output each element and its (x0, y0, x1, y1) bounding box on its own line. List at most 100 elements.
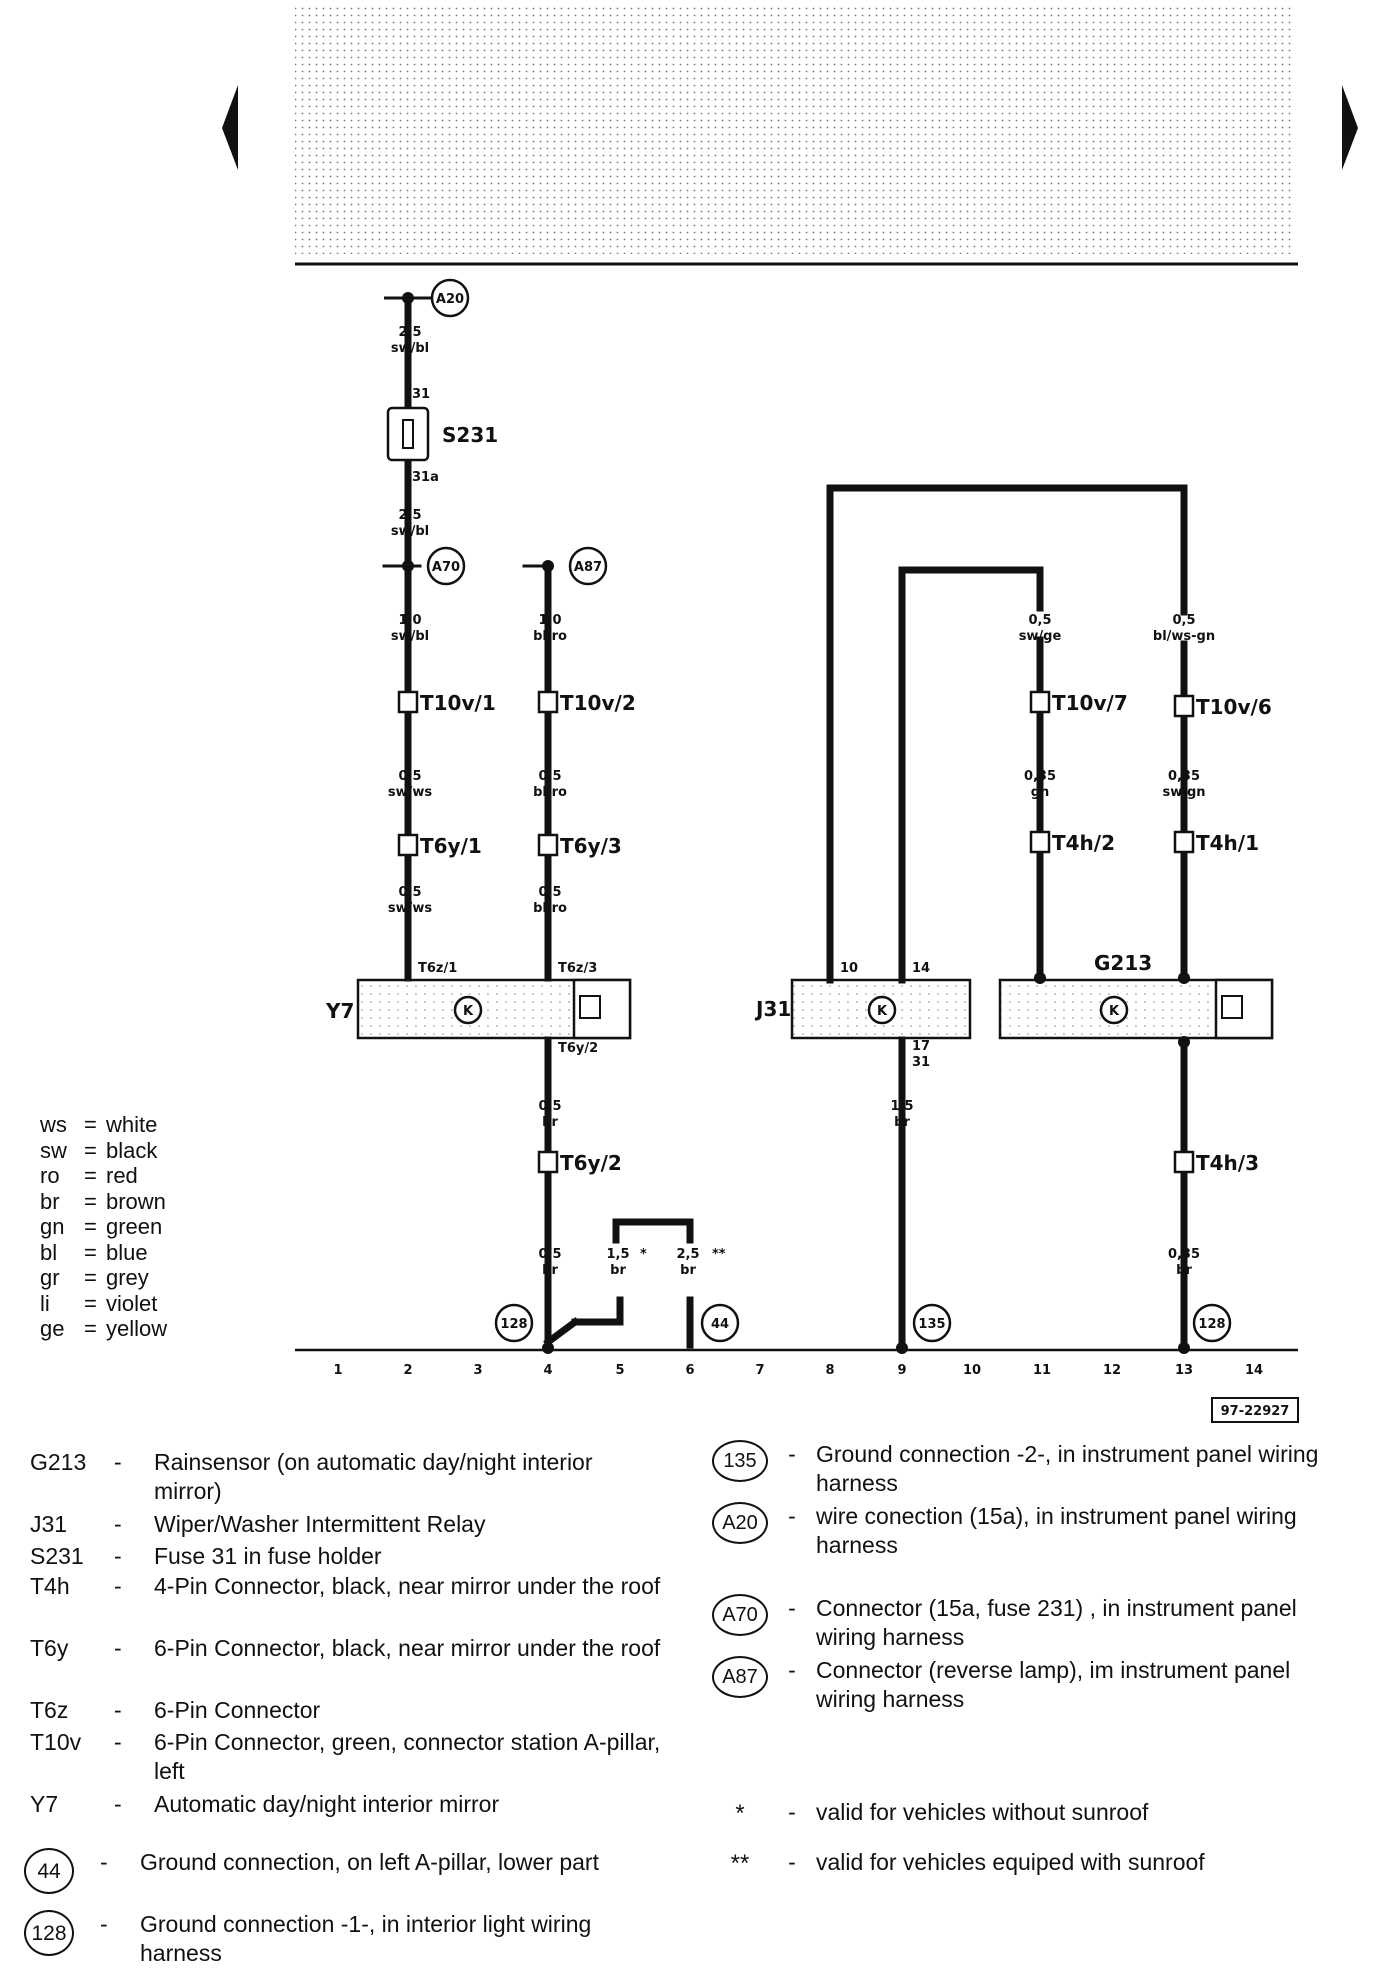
color-legend-row: br=brown (40, 1189, 167, 1215)
svg-text:G213: G213 (1094, 951, 1152, 975)
node-ground-44: 44 (700, 1303, 740, 1343)
svg-text:97-22927: 97-22927 (1221, 1404, 1290, 1419)
svg-text:44: 44 (711, 1317, 729, 1332)
color-name: brown (106, 1188, 166, 1214)
svg-text:0,5: 0,5 (1028, 613, 1051, 628)
equals-sign: = (84, 1316, 97, 1341)
color-legend-row: ro = red (40, 1163, 167, 1189)
node-a20: A20 (430, 278, 470, 318)
color-code: gr (40, 1265, 60, 1290)
component-j31: K J31 (754, 978, 972, 1040)
color-code: bl (40, 1239, 58, 1265)
svg-text:A70: A70 (432, 560, 460, 575)
svg-text:T4h/1: T4h/1 (1196, 831, 1259, 855)
legend-ground-item: 44-Ground connection, on left A-pillar, … (24, 1848, 650, 1894)
color-code: br (40, 1188, 60, 1214)
color-legend-row: ge = yellow (40, 1316, 167, 1342)
scale-tick-label: 1 (333, 1363, 342, 1378)
legend-dash: - (114, 1449, 122, 1475)
color-name: yellow (106, 1316, 168, 1341)
legend-code: G213 (30, 1449, 87, 1475)
legend-item: A70-Connector (15a, fuse 231) , in instr… (712, 1594, 1356, 1652)
connector-symbol: 135 (712, 1440, 768, 1482)
legend-desc: valid for vehicles equiped with sunroof (816, 1849, 1205, 1875)
svg-text:gn: gn (1031, 785, 1050, 800)
component-y7: K Y7 (325, 978, 632, 1040)
color-name: violet (106, 1290, 158, 1316)
svg-text:br: br (542, 1115, 558, 1130)
legend-item: S231-Fuse 31 in fuse holder (30, 1542, 664, 1571)
equals-sign: = (84, 1137, 97, 1163)
svg-text:sw/gn: sw/gn (1162, 785, 1205, 800)
connectors: T10v/1 T10v/2 T10v/7 T10v/6 T6y/1 T6y/3 … (397, 690, 1272, 1175)
svg-text:br: br (1176, 1263, 1192, 1278)
color-name: white (106, 1112, 158, 1137)
svg-text:T6y/2: T6y/2 (558, 1041, 598, 1056)
legend-dash: - (114, 1729, 122, 1755)
svg-text:T4h/2: T4h/2 (1052, 831, 1115, 855)
connector-symbol: A70 (712, 1594, 768, 1636)
equals-sign: = (84, 1290, 97, 1316)
scale-tick-label: 12 (1103, 1363, 1121, 1378)
svg-text:br: br (680, 1263, 696, 1278)
legend-code: T4h (30, 1573, 70, 1599)
svg-text:0,5: 0,5 (398, 885, 421, 900)
svg-text:sw/bl: sw/bl (391, 524, 429, 539)
color-name: red (106, 1163, 138, 1188)
svg-text:bl/ro: bl/ro (533, 785, 567, 800)
svg-text:128: 128 (500, 1317, 527, 1332)
scale-tick-label: 4 (543, 1363, 552, 1378)
svg-text:T10v/7: T10v/7 (1052, 691, 1128, 715)
legend-dash: - (114, 1543, 122, 1569)
svg-text:0,35: 0,35 (1168, 1247, 1200, 1262)
legend-desc: Ground connection -1-, in interior light… (140, 1911, 592, 1966)
svg-text:Y7: Y7 (325, 999, 354, 1023)
prev-page-arrow-icon[interactable] (222, 85, 238, 170)
legend-item: 135-Ground connection -2-, in instrument… (712, 1440, 1356, 1498)
legend-code: T10v (30, 1729, 82, 1755)
legend-code: J31 (30, 1511, 68, 1537)
scale-tick-label: 11 (1033, 1363, 1051, 1378)
legend-desc: Wiper/Washer Intermittent Relay (154, 1511, 486, 1537)
svg-text:0,5: 0,5 (398, 769, 421, 784)
scale-tick-label: 7 (755, 1363, 764, 1378)
svg-text:0,35: 0,35 (1168, 769, 1200, 784)
legend-desc: Fuse 31 in fuse holder (154, 1543, 382, 1569)
svg-text:K: K (1109, 1004, 1120, 1019)
svg-text:sw/ws: sw/ws (388, 901, 433, 916)
color-name: black (106, 1137, 158, 1163)
legend-dash: - (114, 1791, 122, 1817)
svg-text:0,5: 0,5 (538, 769, 561, 784)
legend-desc: 6-Pin Connector (154, 1697, 321, 1723)
legend-dash: - (788, 1657, 796, 1683)
legend-desc: 6-Pin Connector, green, connector statio… (154, 1729, 661, 1784)
color-code: ge (40, 1316, 65, 1341)
legend-desc: 6-Pin Connector, black, near mirror unde… (154, 1635, 661, 1661)
svg-text:br: br (542, 1263, 558, 1278)
color-code: ro (40, 1163, 60, 1188)
svg-text:K: K (877, 1004, 888, 1019)
equals-sign: = (84, 1163, 97, 1188)
legend-item: A87-Connector (reverse lamp), im instrum… (712, 1656, 1356, 1714)
legend-desc: Ground connection, on left A-pillar, low… (140, 1849, 599, 1875)
legend-dash: - (788, 1503, 796, 1529)
next-page-arrow-icon[interactable] (1342, 85, 1358, 170)
svg-text:31: 31 (412, 387, 430, 402)
scale-tick-label: 6 (685, 1363, 694, 1378)
equals-sign: = (84, 1112, 97, 1137)
color-name: blue (106, 1239, 148, 1265)
doc-number: 97-22927 (1211, 1397, 1299, 1423)
svg-text:T10v/2: T10v/2 (560, 691, 636, 715)
legend-desc: Ground connection -2-, in instrument pan… (816, 1441, 1319, 1496)
legend-item: T6y-6-Pin Connector, black, near mirror … (30, 1634, 664, 1663)
ground-symbol: 128 (24, 1910, 74, 1956)
color-legend-row: sw=black (40, 1138, 167, 1164)
svg-text:2,5: 2,5 (398, 508, 421, 523)
legend-item: T6z-6-Pin Connector (30, 1696, 664, 1725)
svg-text:*: * (640, 1247, 647, 1262)
wire-labels: 2,5 sw/bl 2,5 sw/bl 1,0 sw/bl 0,5 sw/ws … (388, 325, 1215, 1278)
legend-dash: - (100, 1849, 108, 1875)
